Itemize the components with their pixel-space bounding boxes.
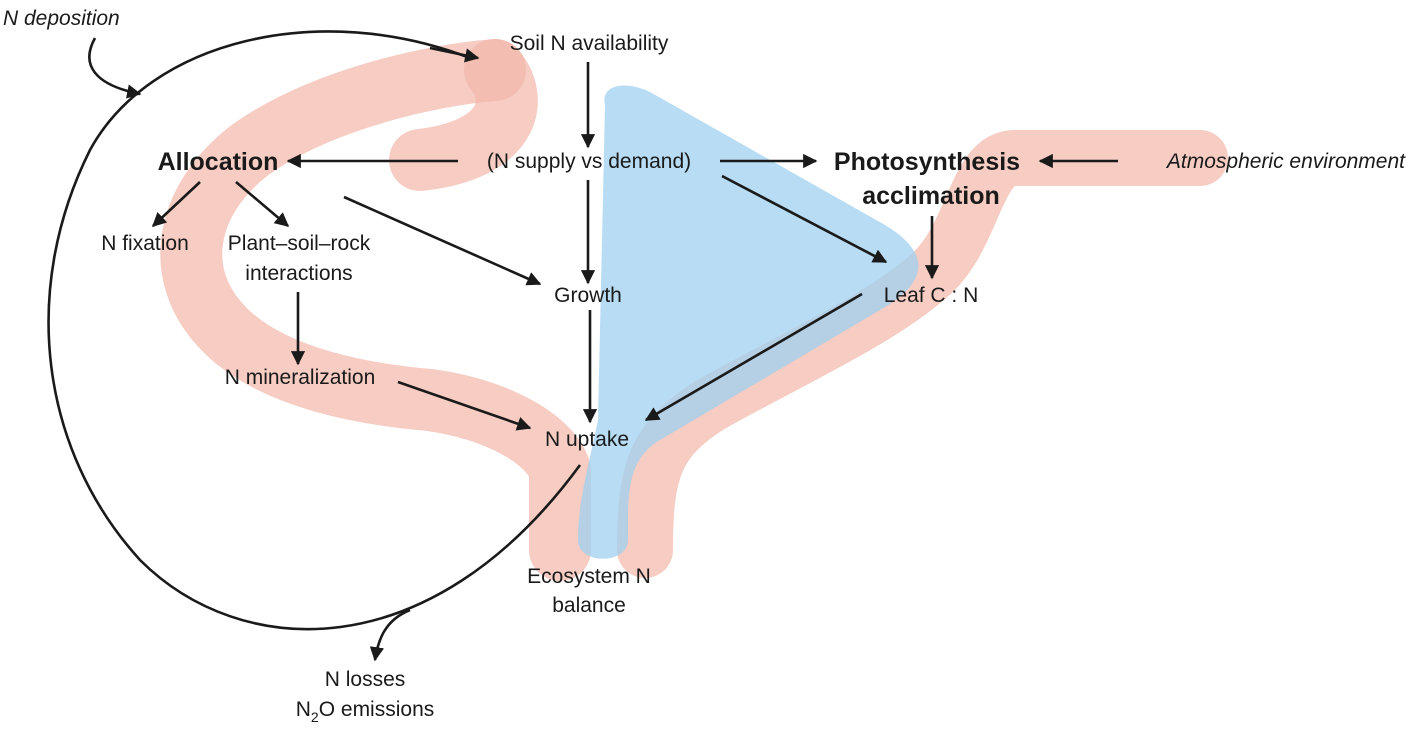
n2o-subscript: 2 xyxy=(311,709,319,725)
label-supply-vs-demand: (N supply vs demand) xyxy=(487,150,691,173)
label-n-fixation: N fixation xyxy=(101,232,189,255)
label-plant-soil-rock: Plant–soil–rock xyxy=(228,232,371,255)
arrow-supply-diag-to-growth xyxy=(343,195,542,286)
label-n-losses: N losses xyxy=(325,668,406,691)
n2o-suffix: O emissions xyxy=(319,698,435,721)
label-soil-n-availability: Soil N availability xyxy=(510,32,669,55)
arrow-allocation-to-fixation xyxy=(151,181,201,227)
arrow-allocation-to-psr xyxy=(235,181,290,227)
label-n-mineralization: N mineralization xyxy=(225,366,376,389)
label-balance: balance xyxy=(552,594,626,617)
label-growth: Growth xyxy=(554,284,622,307)
label-n-uptake: N uptake xyxy=(545,428,629,451)
n-losses-arrow xyxy=(369,608,411,662)
pink-band-photosynthesis xyxy=(617,130,1228,578)
label-ecosystem-n: Ecosystem N xyxy=(527,565,651,588)
n-deposition-arrow xyxy=(88,37,142,99)
blue-band-triangle xyxy=(578,85,919,559)
label-n-deposition: N deposition xyxy=(3,7,120,30)
label-interactions: interactions xyxy=(245,262,352,285)
label-allocation: Allocation xyxy=(158,148,279,176)
pink-band-hook xyxy=(389,39,538,191)
n-cycle-loop xyxy=(47,30,582,631)
label-leaf-cn: Leaf C : N xyxy=(884,284,979,307)
label-photosynthesis: Photosynthesis xyxy=(834,148,1020,176)
arrow-mineralization-to-uptake xyxy=(397,380,532,431)
n-cycle-loop-head xyxy=(429,46,480,63)
arrow-leaf-to-uptake xyxy=(644,292,863,422)
label-acclimation: acclimation xyxy=(862,182,1000,210)
label-atmospheric-environment: Atmospheric environment xyxy=(1165,150,1406,173)
arrow-supply-to-leaf xyxy=(721,174,888,264)
n2o-prefix: N xyxy=(296,698,311,721)
label-n2o-emissions: N2O emissions xyxy=(296,698,435,725)
